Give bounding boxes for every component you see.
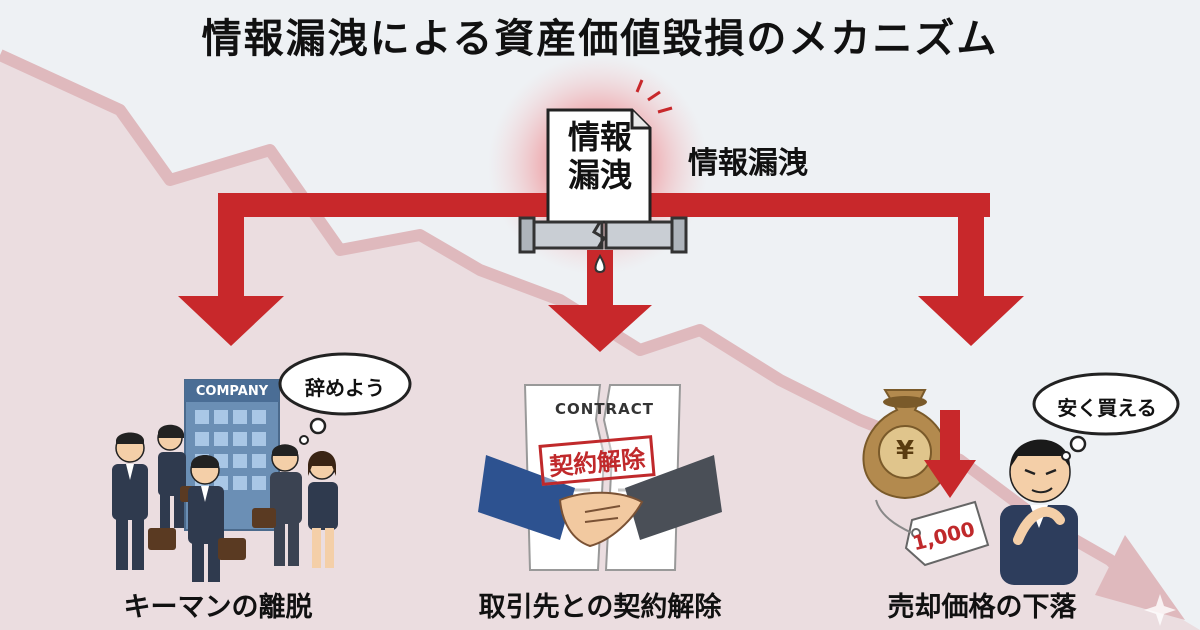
- leak-document-text: 情報漏洩: [552, 118, 648, 194]
- yen-symbol: ¥: [888, 436, 922, 466]
- company-sign: COMPANY: [187, 384, 277, 399]
- page-title: 情報漏洩による資産価値毀損のメカニズム: [0, 6, 1200, 64]
- speech-text-resign: 辞めよう: [280, 372, 410, 401]
- arrow-stem-left: [218, 193, 244, 303]
- speech-text-cheap: 安く買える: [1032, 392, 1182, 421]
- leak-label: 情報漏洩: [688, 138, 808, 182]
- caption-key-person-departure: キーマンの離脱: [18, 585, 418, 624]
- broken-pipe-icon: [520, 218, 686, 272]
- buyer-person-icon: [1000, 440, 1078, 586]
- caption-contract-termination: 取引先との契約解除: [400, 585, 800, 624]
- arrow-head-right: [918, 296, 1024, 346]
- contract-title: CONTRACT: [555, 400, 654, 418]
- caption-sale-price-decline: 売却価格の下落: [782, 585, 1182, 624]
- arrow-stem-right: [958, 193, 984, 303]
